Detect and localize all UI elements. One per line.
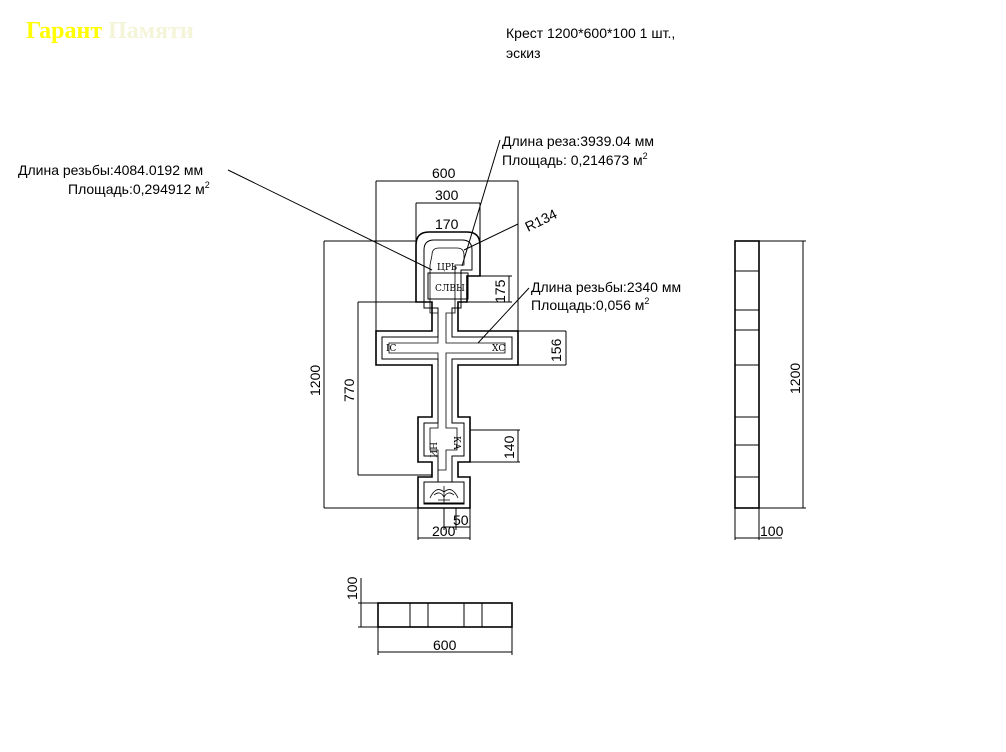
dim-top-100: 100 — [344, 576, 360, 600]
callout-carving-inner-line1: Длина резьбы:2340 мм — [531, 279, 681, 295]
sketch-title-line2: эскиз — [506, 45, 541, 61]
dim-770: 770 — [341, 378, 357, 402]
callout-carving-total: Длина резьбы:4084.0192 мм Площадь:0,2949… — [18, 162, 433, 271]
cross-inner-outline — [381, 239, 513, 504]
dim-156: 156 — [548, 338, 564, 362]
dim-side-1200: 1200 — [787, 363, 803, 394]
callout-carving-total-line2: Площадь:0,294912 м — [68, 181, 205, 197]
top-tablet — [427, 272, 469, 300]
cross-side-view: 1200 100 — [734, 240, 806, 540]
dim-side-100: 100 — [760, 523, 784, 539]
dim-175: 175 — [492, 279, 508, 303]
dim-600: 600 — [432, 165, 456, 181]
inscription-lower-left: НИ — [427, 442, 437, 458]
brand-word-1: Гарант — [26, 18, 103, 44]
callout-carving-total-line1: Длина резьбы:4084.0192 мм — [18, 162, 203, 178]
svg-text:Площадь:0,056 м2: Площадь:0,056 м2 — [531, 296, 649, 313]
callout-cut-line1: Длина реза:3939.04 мм — [502, 133, 654, 149]
inscription-top-line2: СЛВЫ — [435, 284, 465, 294]
sketch-title-line1: Крест 1200*600*100 1 шт., — [506, 25, 675, 41]
dim-top-600: 600 — [433, 637, 457, 653]
cross-front-view: ЦРЬ СЛВЫ IС ХС НИ КА — [375, 231, 519, 509]
callout-cut-sup: 2 — [643, 151, 648, 161]
inscription-top-line1: ЦРЬ — [437, 263, 457, 273]
cross-outer-outline — [375, 231, 519, 509]
inscription-right-arm: ХС — [492, 344, 505, 354]
svg-text:Площадь: 0,214673 м2: Площадь: 0,214673 м2 — [502, 151, 648, 168]
dim-300: 300 — [435, 187, 459, 203]
front-dimensions: 600 300 170 R134 175 156 1200 770 — [307, 165, 567, 540]
dim-radius: R134 — [522, 206, 559, 235]
dim-200: 200 — [432, 523, 456, 539]
callout-carving-inner-sup: 2 — [644, 296, 649, 306]
callout-carving-total-sup: 2 — [205, 180, 210, 190]
inscription-lower-right: КА — [451, 436, 461, 450]
dim-170: 170 — [435, 216, 459, 232]
svg-text:Площадь:0,294912 м2: Площадь:0,294912 м2 — [68, 180, 210, 197]
dim-140: 140 — [501, 435, 517, 459]
callout-cut-line2: Площадь: 0,214673 м — [502, 152, 643, 168]
callout-carving-inner-line2: Площадь:0,056 м — [531, 297, 644, 313]
dim-1200: 1200 — [307, 365, 323, 396]
dim-50: 50 — [453, 512, 469, 528]
cross-carving-band — [388, 247, 506, 471]
callout-carving-inner: Длина резьбы:2340 мм Площадь:0,056 м2 — [477, 279, 681, 344]
inscription-left-arm: IС — [386, 344, 397, 354]
callout-cut: Длина реза:3939.04 мм Площадь: 0,214673 … — [461, 133, 654, 267]
base-ornament — [429, 486, 459, 503]
cross-top-view: 100 600 — [344, 576, 513, 655]
brand-word-2: Памяти — [108, 18, 194, 44]
base-ornament-frame — [423, 481, 465, 505]
brand-logo: Гарант Памяти — [26, 18, 194, 45]
